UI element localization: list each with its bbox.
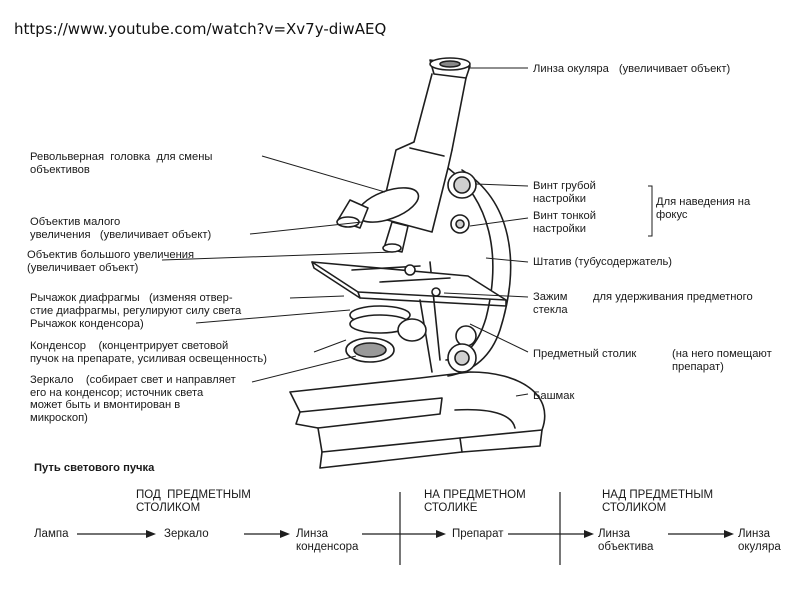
label-mirror: Зеркало (собирает свет и направляет его …	[30, 374, 236, 424]
label-tripod: Штатив (тубусодержатель)	[533, 256, 673, 268]
label-condenser: Конденсор (концентрирует световой пучок …	[30, 340, 267, 365]
step-objective-lens: Линза объектива	[598, 528, 654, 553]
light-path-title: Путь светового пучка	[34, 462, 155, 474]
label-clamp-desc: для удерживания предметного	[593, 291, 753, 303]
section-above-stage: НАД ПРЕДМЕТНЫМ СТОЛИКОМ	[602, 489, 714, 514]
label-fine-screw: Винт тонкой настройки	[533, 210, 597, 235]
section-on-stage: НА ПРЕДМЕТНОМ СТОЛИКЕ	[424, 489, 526, 514]
label-stage: Предметный столик	[533, 348, 637, 360]
label-low-objective: Объектив малого увеличения (увеличивает …	[30, 216, 212, 241]
step-condenser-lens: Линза конденсора	[296, 528, 359, 553]
label-eyepiece: Линза окуляра(увеличивает объект)	[533, 63, 731, 75]
label-high-objective: Объектив большого увеличения (увеличивае…	[27, 249, 195, 274]
label-coarse-screw: Винт грубой настройки	[533, 180, 596, 205]
step-eyepiece-lens: Линза окуляра	[738, 528, 781, 553]
label-clamp: Зажим стекла	[533, 291, 568, 316]
source-url[interactable]: https://www.youtube.com/watch?v=Xv7y-diw…	[14, 20, 387, 38]
step-specimen: Препарат	[452, 528, 504, 540]
step-mirror: Зеркало	[164, 528, 209, 540]
label-focus: Для наведения на фокус	[656, 196, 751, 221]
base-shape	[289, 371, 546, 453]
section-under-stage: ПОД ПРЕДМЕТНЫМ СТОЛИКОМ	[136, 489, 251, 514]
label-base: Башмак	[533, 390, 575, 402]
label-diaphragm-lever: Рычажок диафрагмы (изменяя отвер- стие д…	[30, 292, 242, 317]
label-condenser-lever: Рычажок конденсора)	[30, 318, 144, 330]
label-revolver: Револьверная головка для смены объективо…	[30, 151, 213, 176]
label-stage-desc: (на него помещают препарат)	[672, 348, 772, 373]
step-lamp: Лампа	[34, 528, 69, 540]
